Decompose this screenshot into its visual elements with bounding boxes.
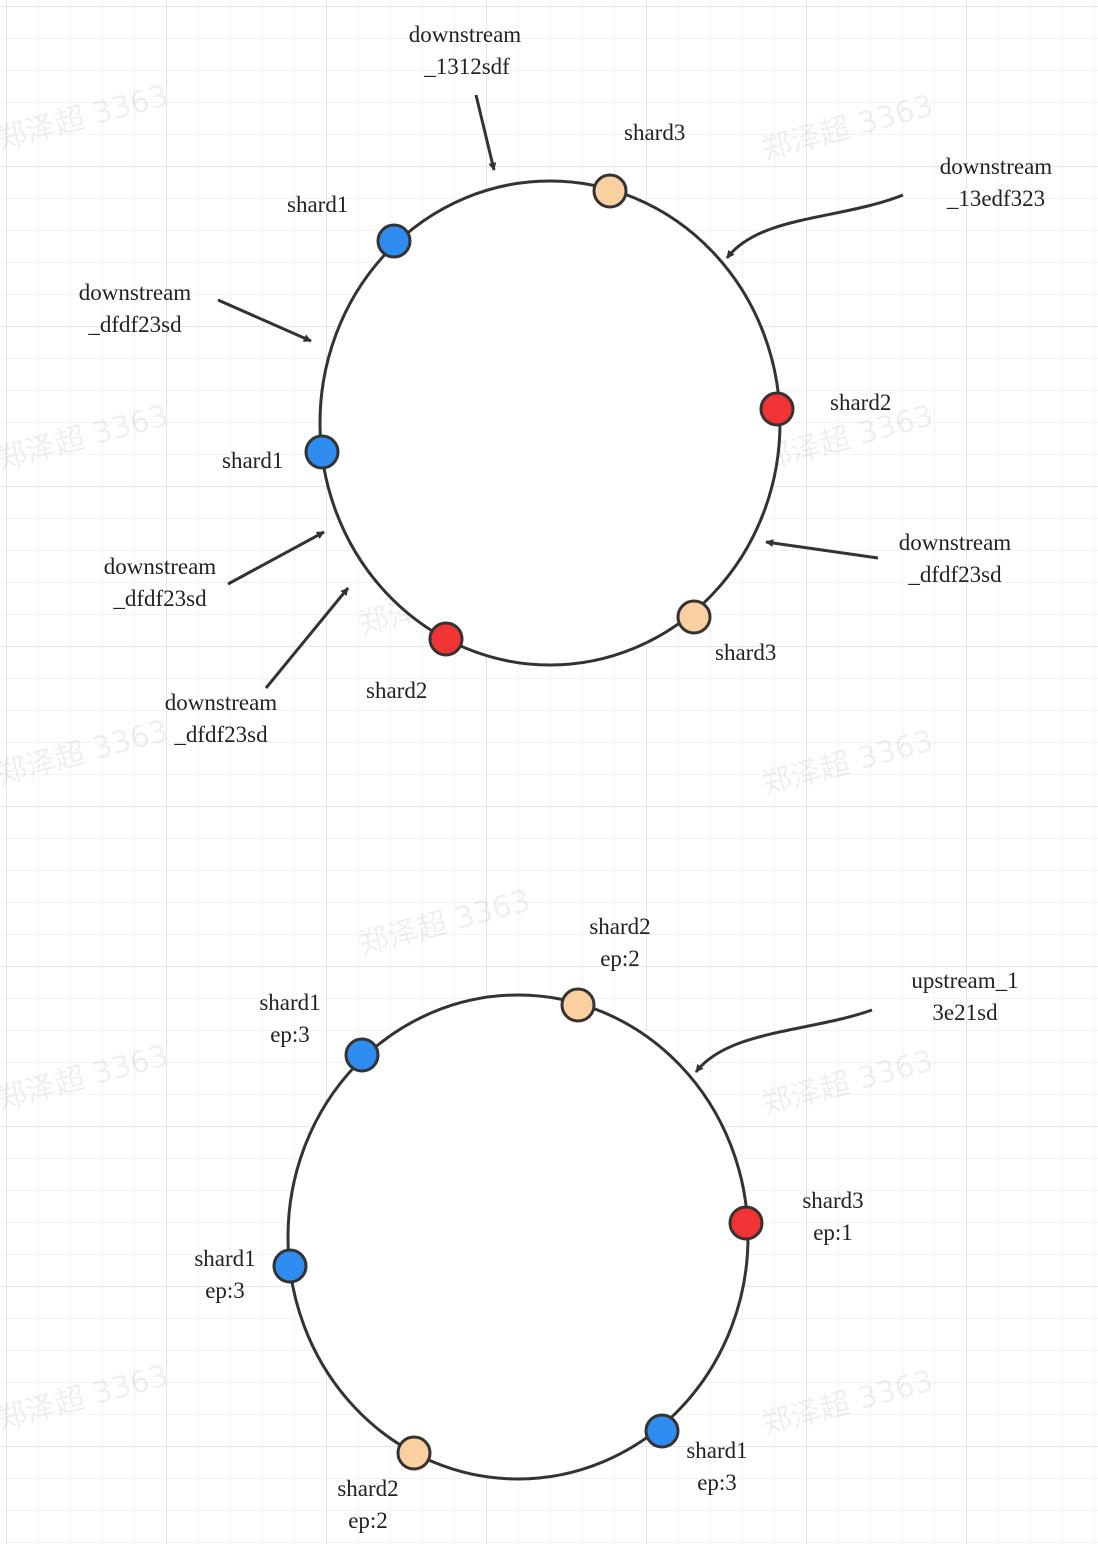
watermark: 郑泽超 3363 xyxy=(0,1358,172,1437)
watermark: 郑泽超 3363 xyxy=(758,1363,937,1442)
shard-node[interactable] xyxy=(592,173,628,209)
endpoint-label: ep:3 xyxy=(697,1470,737,1495)
key-label: downstream xyxy=(79,280,192,305)
key-arrow xyxy=(725,193,904,259)
shard-label: shard3 xyxy=(624,120,685,145)
shard-node[interactable] xyxy=(396,1435,432,1471)
bottom-hash-ring: shard2 ep:2 shard1 ep:3 shard3 ep:1 shar… xyxy=(194,914,1018,1533)
watermark: 郑泽超 3363 xyxy=(0,78,172,157)
key-arrow xyxy=(765,539,879,560)
endpoint-label: ep:1 xyxy=(813,1220,853,1245)
shard-label: shard2 xyxy=(366,678,427,703)
watermark: 郑泽超 3363 xyxy=(758,88,937,167)
key-label: downstream xyxy=(940,154,1053,179)
key-label: _dfdf23sd xyxy=(112,586,207,611)
key-arrow xyxy=(694,1008,873,1073)
shard-node[interactable] xyxy=(428,621,464,657)
shard-node[interactable] xyxy=(376,223,412,259)
shard-label: shard2 xyxy=(337,1476,398,1501)
shard-node[interactable] xyxy=(644,1413,680,1449)
shard-label: shard1 xyxy=(222,448,283,473)
watermark: 郑泽超 3363 xyxy=(758,1043,937,1122)
key-label: downstream xyxy=(899,530,1012,555)
watermark: 郑泽超 3363 xyxy=(355,883,534,962)
watermark: 郑泽超 3363 xyxy=(0,1038,172,1117)
shard-node[interactable] xyxy=(728,1205,764,1241)
key-label: _1312sdf xyxy=(423,54,510,79)
top-hash-ring: shard3 shard1 shard2 shard1 shard3 shard… xyxy=(79,22,1053,747)
key-label: _dfdf23sd xyxy=(87,312,182,337)
shard-node[interactable] xyxy=(676,599,712,635)
shard-node[interactable] xyxy=(560,987,596,1023)
shard-node[interactable] xyxy=(759,391,795,427)
endpoint-label: ep:3 xyxy=(270,1022,310,1047)
shard-label: shard2 xyxy=(589,914,650,939)
shard-label: shard1 xyxy=(686,1438,747,1463)
endpoint-label: ep:3 xyxy=(205,1278,245,1303)
shard-label: shard1 xyxy=(194,1246,255,1271)
key-label: downstream xyxy=(409,22,522,47)
key-label: _13edf323 xyxy=(946,186,1045,211)
watermark: 郑泽超 3363 xyxy=(758,723,937,802)
shard-node[interactable] xyxy=(304,434,340,470)
key-label: upstream_1 xyxy=(911,968,1018,993)
watermark: 郑泽超 3363 xyxy=(0,713,172,792)
shard-label: shard1 xyxy=(287,192,348,217)
key-arrow xyxy=(217,298,312,343)
key-arrow xyxy=(227,530,325,586)
shard-node[interactable] xyxy=(272,1248,308,1284)
key-label: _dfdf23sd xyxy=(907,562,1002,587)
key-label: downstream xyxy=(104,554,217,579)
key-arrow xyxy=(264,587,350,689)
endpoint-label: ep:2 xyxy=(600,946,640,971)
shard-label: shard3 xyxy=(802,1188,863,1213)
endpoint-label: ep:2 xyxy=(348,1508,388,1533)
watermark: 郑泽超 3363 xyxy=(0,398,172,477)
key-label: downstream xyxy=(165,690,278,715)
shard-label: shard3 xyxy=(715,640,776,665)
shard-label: shard2 xyxy=(830,390,891,415)
shard-node[interactable] xyxy=(344,1037,380,1073)
shard-label: shard1 xyxy=(259,990,320,1015)
key-label: _dfdf23sd xyxy=(173,722,268,747)
key-label: 3e21sd xyxy=(932,1000,998,1025)
key-arrow xyxy=(474,94,497,171)
